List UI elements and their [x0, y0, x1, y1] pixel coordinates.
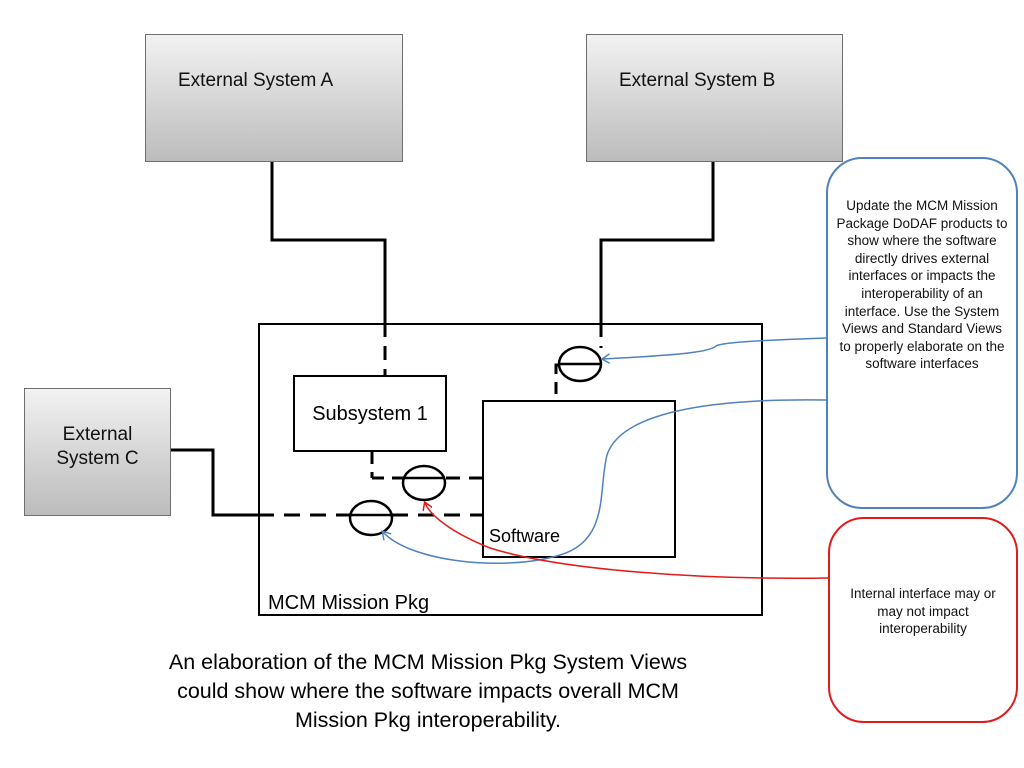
interface-circle-c [348, 499, 394, 537]
interface-circle-internal [401, 464, 447, 502]
external-system-c-label: External System C [56, 424, 139, 469]
blue-arrow-to-circle-c [383, 399, 827, 564]
software-interface-callout: Update the MCM Mission Package DoDAF pro… [826, 157, 1018, 509]
external-system-b-label: External System B [619, 70, 776, 91]
diagram-caption: An elaboration of the MCM Mission Pkg Sy… [168, 650, 688, 732]
software-interface-callout-text: Update the MCM Mission Package DoDAF pro… [836, 198, 1008, 372]
external-system-b: External System B [586, 34, 843, 162]
subsystem-1-label: Subsystem 1 [312, 403, 428, 425]
blue-arrow-to-circle-b [603, 337, 827, 359]
link-internal [370, 452, 482, 480]
external-system-a-label: External System A [178, 70, 334, 91]
external-system-c: External System C [24, 388, 171, 516]
red-arrow-to-internal-circle [425, 503, 829, 579]
mission-pkg-boundary [258, 323, 763, 616]
internal-interface-callout: Internal interface may or may not impact… [828, 517, 1018, 723]
software-label: Software [489, 526, 561, 546]
subsystem-1-box: Subsystem 1 [293, 375, 447, 452]
link-system-a [270, 162, 387, 375]
external-system-a: External System A [145, 34, 403, 162]
internal-interface-callout-text: Internal interface may or may not impact… [850, 586, 996, 637]
link-system-c [171, 448, 482, 517]
software-box: Software [482, 400, 676, 558]
mission-pkg-label: MCM Mission Pkg [268, 592, 430, 614]
